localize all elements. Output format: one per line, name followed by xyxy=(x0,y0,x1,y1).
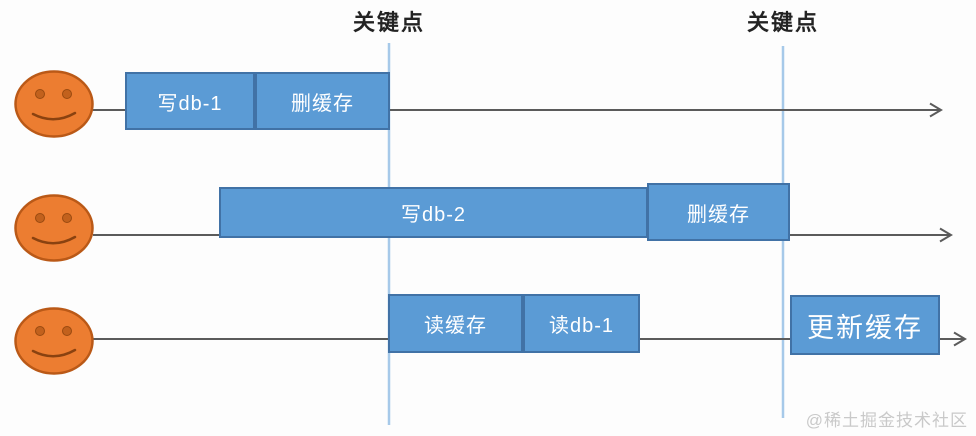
watermark: @稀土掘金技术社区 xyxy=(805,411,968,430)
task-box-delete-cache-1: 删缓存 xyxy=(255,72,390,130)
keypoint-label-2: 关键点 xyxy=(746,10,819,35)
task-box-write-db2: 写db-2 xyxy=(219,187,648,238)
smiley-face-icon xyxy=(14,70,94,138)
task-box-read-db1: 读db-1 xyxy=(523,294,640,353)
smiley-face-icon xyxy=(14,194,94,262)
keypoint-label-1: 关键点 xyxy=(352,10,425,35)
task-box-read-cache: 读缓存 xyxy=(388,294,523,353)
task-box-update-cache: 更新缓存 xyxy=(790,295,940,355)
smiley-face-icon xyxy=(14,307,94,375)
task-box-delete-cache-2: 删缓存 xyxy=(647,183,790,241)
task-box-write-db1: 写db-1 xyxy=(125,72,255,130)
